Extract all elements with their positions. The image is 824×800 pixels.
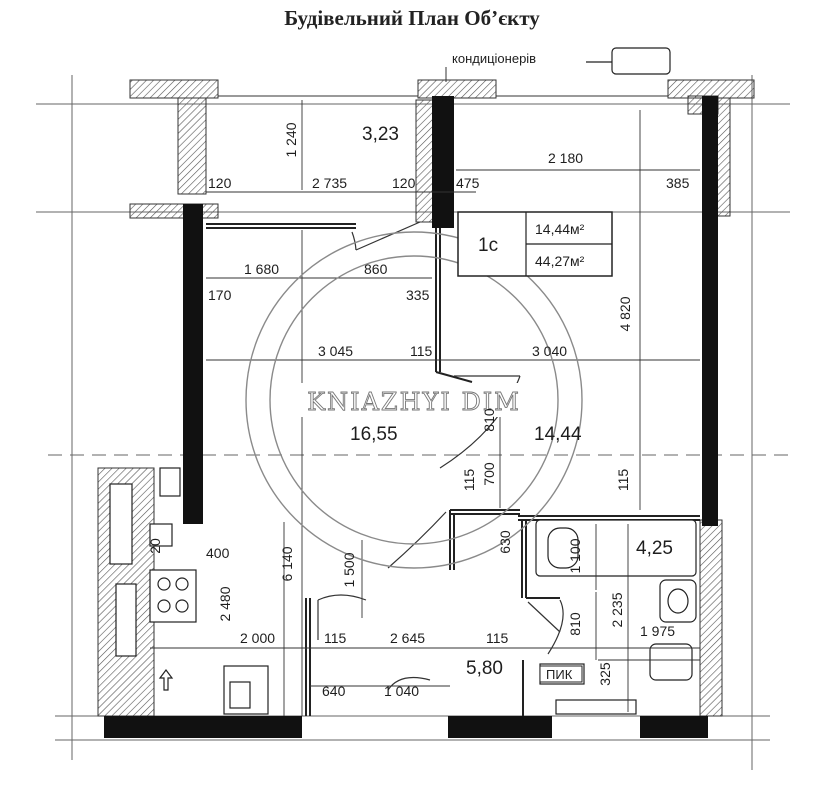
dim-2645: 2 645 bbox=[390, 630, 425, 646]
dim-2000: 2 000 bbox=[240, 630, 275, 646]
dim-810-a: 810 bbox=[481, 408, 497, 432]
dim-1975: 1 975 bbox=[640, 623, 675, 639]
dimension-lines bbox=[150, 100, 700, 716]
unit-info-box bbox=[457, 211, 613, 277]
watermark-rings bbox=[245, 231, 583, 569]
room-area-loggia: 3,23 bbox=[362, 124, 399, 145]
unit-total-area: 44,27м² bbox=[535, 253, 585, 269]
dim-3040: 3 040 bbox=[532, 343, 567, 359]
dim-400: 400 bbox=[206, 545, 230, 561]
dim-2735: 2 735 bbox=[312, 175, 347, 191]
unit-code: 1с bbox=[478, 235, 498, 256]
plan-title: Будівельний План Об’єкту bbox=[284, 6, 540, 30]
balcony-rail bbox=[129, 79, 755, 99]
dim-115-e: 115 bbox=[486, 630, 509, 646]
kitchen-fixtures bbox=[109, 467, 269, 715]
dim-6140: 6 140 bbox=[279, 546, 295, 581]
structural-walls bbox=[104, 96, 718, 738]
dim-640: 640 bbox=[322, 683, 346, 699]
dim-335: 335 bbox=[406, 287, 430, 303]
unit-living-area: 14,44м² bbox=[535, 221, 585, 237]
dim-3045: 3 045 bbox=[318, 343, 353, 359]
dim-115-d: 115 bbox=[324, 630, 347, 646]
dim-115-b: 115 bbox=[461, 469, 477, 492]
dim-325: 325 bbox=[597, 662, 613, 686]
dim-630: 630 bbox=[497, 530, 513, 554]
dimension-values: 1 240 120 2 735 120 475 2 180 385 1 680 … bbox=[147, 122, 690, 699]
room-area-bedroom: 14,44 bbox=[534, 424, 582, 445]
dim-475: 475 bbox=[456, 175, 480, 191]
dim-20: 20 bbox=[147, 538, 163, 554]
partitions bbox=[206, 223, 700, 716]
dim-700: 700 bbox=[481, 462, 497, 486]
dim-115-c: 115 bbox=[615, 469, 631, 492]
room-area-living: 16,55 bbox=[350, 424, 398, 445]
dim-4820: 4 820 bbox=[617, 296, 633, 331]
room-area-bath: 4,25 bbox=[636, 538, 673, 559]
dim-1240: 1 240 bbox=[283, 122, 299, 157]
dim-170: 170 bbox=[208, 287, 232, 303]
room-area-hall: 5,80 bbox=[466, 658, 503, 679]
dim-385: 385 bbox=[666, 175, 690, 191]
shaft-label: ПИК bbox=[546, 667, 573, 682]
dim-2180: 2 180 bbox=[548, 150, 583, 166]
dim-1500: 1 500 bbox=[341, 552, 357, 587]
dim-860: 860 bbox=[364, 261, 388, 277]
dim-120-b: 120 bbox=[392, 175, 416, 191]
dim-115-a: 115 bbox=[410, 343, 433, 359]
aircon-label: кондиціонерів bbox=[452, 51, 536, 66]
watermark-text: KNIAZHYI DIM bbox=[307, 388, 521, 416]
dim-1100: 1 100 bbox=[567, 538, 583, 573]
dim-120-a: 120 bbox=[208, 175, 232, 191]
dim-1680: 1 680 bbox=[244, 261, 279, 277]
dim-2480: 2 480 bbox=[217, 586, 233, 621]
dim-2235: 2 235 bbox=[609, 592, 625, 627]
dim-1040: 1 040 bbox=[384, 683, 419, 699]
dim-810-b: 810 bbox=[567, 612, 583, 636]
